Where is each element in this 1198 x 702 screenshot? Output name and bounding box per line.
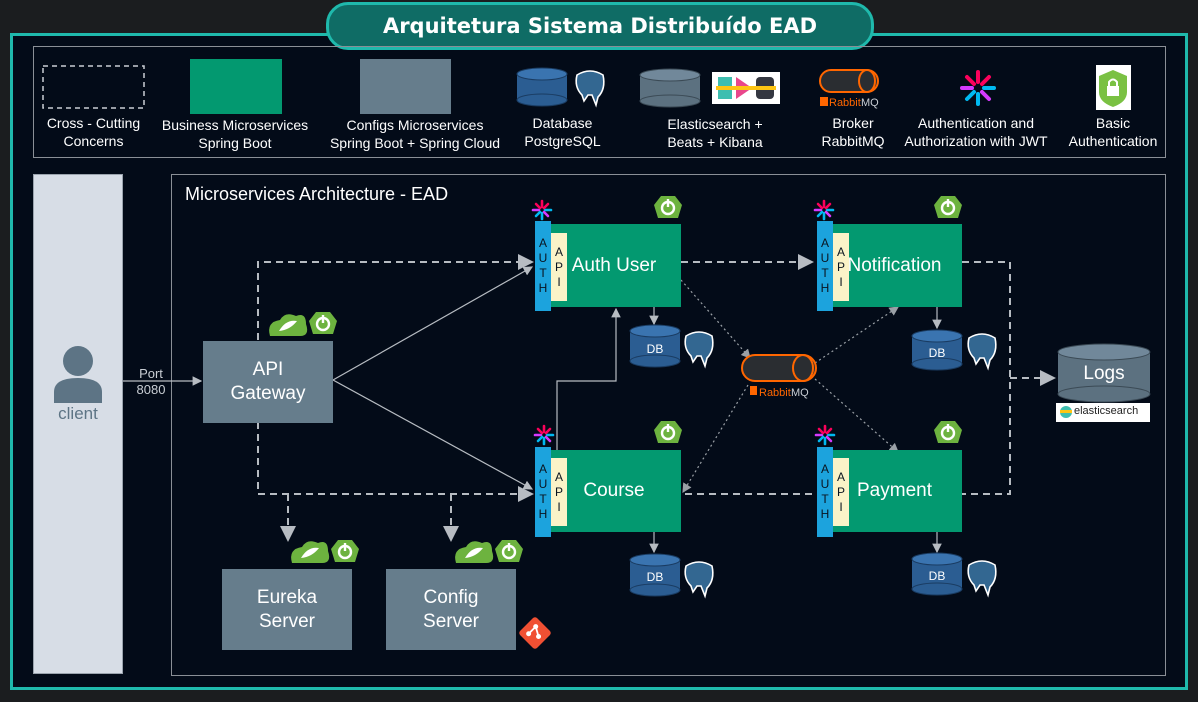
db-payment-cylinder [911, 552, 963, 596]
db-payment-label: DB [928, 569, 946, 583]
postgresql-icon-notification [967, 333, 997, 371]
rabbitmq-broker-icon [741, 354, 817, 395]
legend-broker-label: Broker RabbitMQ [821, 115, 885, 149]
legend-elk-logo [712, 72, 780, 104]
spring-boot-icon-notification [934, 196, 962, 218]
db-auth-user-label: DB [646, 342, 664, 356]
legend-cross-cutting-label: Cross - Cutting Concerns [46, 115, 141, 149]
jwt-icon-notification [813, 199, 835, 221]
db-course-label: DB [646, 570, 664, 584]
notification-label: Notification [847, 254, 942, 276]
db-auth-user-cylinder [629, 324, 681, 368]
notification-service: Notification [833, 224, 962, 307]
logs-label: Logs [1083, 363, 1125, 384]
spring-boot-icon-course [654, 421, 682, 443]
logs-cylinder [1057, 343, 1151, 403]
legend-elastic-label: Elasticsearch + Beats + Kibana [667, 116, 763, 150]
legend-cross-cutting-swatch [42, 65, 145, 109]
legend-jwt-label: Authentication and Authorization with JW… [904, 115, 1048, 149]
elasticsearch-badge-bg [1056, 403, 1150, 422]
jwt-icon-course [533, 424, 555, 446]
client-person-icon [54, 346, 102, 403]
diagram-title: Arquitetura Sistema Distribuído EAD [326, 2, 874, 50]
git-icon [519, 617, 551, 649]
db-course-cylinder [629, 553, 681, 597]
spring-cloud-icon-config [455, 541, 494, 563]
postgresql-icon-course [684, 561, 714, 599]
client-panel [33, 174, 123, 674]
spring-cloud-icon-eureka [291, 541, 330, 563]
payment-label: Payment [857, 480, 932, 501]
legend-jwt-icon [960, 70, 996, 106]
spring-boot-icon-eureka [331, 540, 359, 562]
api-gateway-box: API Gateway [203, 341, 333, 423]
jwt-icon-auth-user [531, 199, 553, 221]
config-server-box: Config Server [386, 569, 516, 650]
postgresql-icon-legend [575, 70, 605, 108]
auth-user-service: Auth User [551, 224, 681, 307]
legend-configs-swatch [360, 59, 451, 114]
legend-business-swatch [190, 59, 282, 114]
legend-configs-label: Configs Microservices Spring Boot + Spri… [329, 117, 501, 151]
spring-boot-icon-auth-user [654, 196, 682, 218]
eureka-server-box: Eureka Server [222, 569, 352, 650]
db-notification-label: DB [928, 346, 946, 360]
port-label: Port 8080 [136, 366, 166, 397]
postgresql-icon-auth-user [684, 331, 714, 369]
auth-user-label: Auth User [571, 254, 657, 276]
legend-rabbitmq-wordmark-suffix: MQ [861, 97, 879, 109]
spring-cloud-icon-gateway [269, 314, 308, 336]
legend-rabbitmq-wordmark: Rabbit [829, 97, 861, 109]
legend-basic-label: Basic Authentication [1068, 115, 1158, 149]
legend-panel [33, 46, 1166, 158]
rabbitmq-wordmark-suffix: MQ [791, 387, 809, 399]
legend-basic-auth-icon [1096, 65, 1131, 110]
legend-business-label: Business Microservices Spring Boot [161, 117, 309, 151]
legend-database-label: Database PostgreSQL [524, 115, 601, 149]
course-service: Course [551, 450, 681, 532]
course-label: Course [583, 480, 645, 501]
spring-boot-icon-gateway [309, 312, 337, 334]
legend-database-icon [516, 67, 568, 107]
rabbitmq-wordmark: Rabbit [759, 387, 791, 399]
legend-rabbitmq-icon [819, 69, 879, 106]
db-notification-cylinder [911, 329, 963, 371]
jwt-icon-payment [814, 424, 836, 446]
client-label: client [58, 404, 98, 423]
elasticsearch-badge-label: elasticsearch [1074, 405, 1139, 417]
payment-service: Payment [833, 450, 962, 532]
postgresql-icon-payment [967, 560, 997, 598]
spring-boot-icon-payment [934, 421, 962, 443]
legend-elastic-cylinder [639, 68, 701, 108]
architecture-panel [171, 174, 1166, 676]
spring-boot-icon-config [495, 540, 523, 562]
architecture-title: Microservices Architecture - EAD [185, 184, 449, 204]
